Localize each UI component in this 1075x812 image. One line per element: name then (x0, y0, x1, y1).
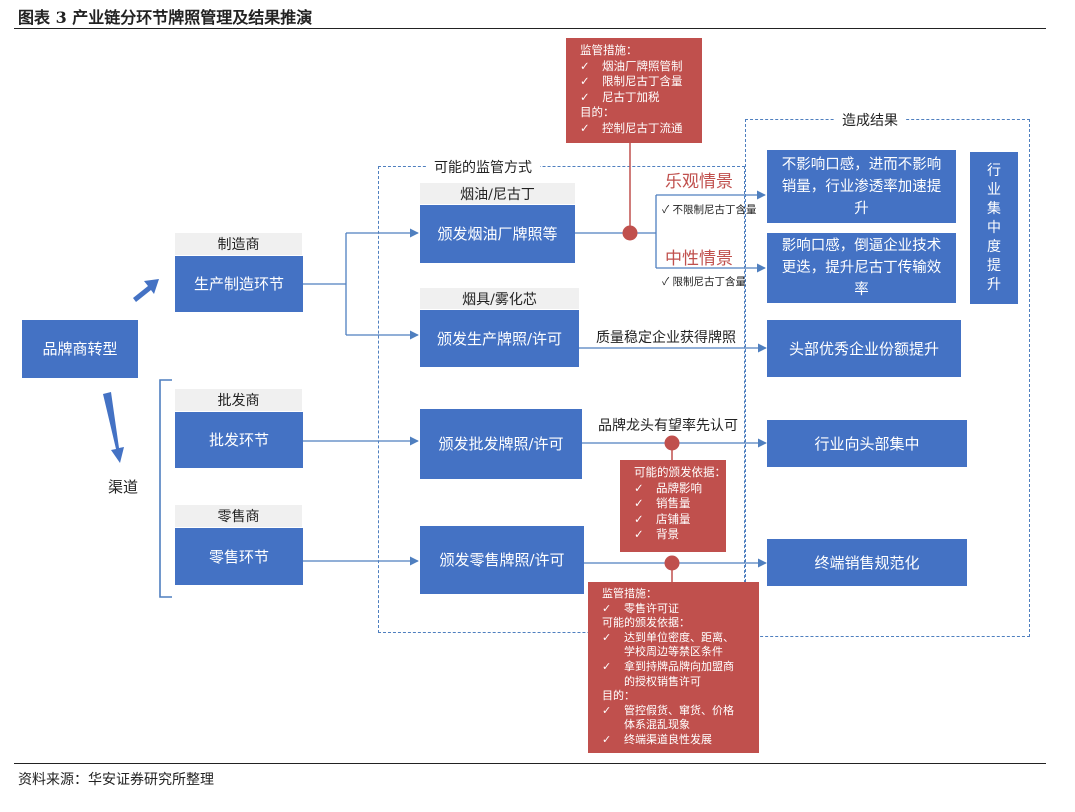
device-atomizer-tag: 烟具/雾化芯 (420, 288, 579, 309)
neutral-scenario-label: 中性情景 (665, 249, 733, 269)
quality-firms-label: 质量稳定企业获得牌照 (596, 330, 736, 346)
note-line: 背景 (634, 527, 720, 543)
note-line: 管控假货、窜货、价格 (602, 704, 753, 719)
neutral-result-box: 影响口感，倒逼企业技术更迭，提升尼古丁传输效率 (767, 233, 956, 303)
optimistic-scenario-label: 乐观情景 (665, 172, 733, 192)
note-line: 的授权销售许可 (624, 674, 701, 688)
note-line: 体系混乱现象 (624, 718, 690, 732)
page-title: 图表 3 产业链分环节牌照管理及结果推演 (18, 8, 313, 27)
note-line: 店铺量 (634, 512, 720, 528)
regulation-frame-title: 可能的监管方式 (426, 157, 540, 177)
footer-rule (14, 763, 1046, 764)
note-line: 零售许可证 (602, 602, 753, 617)
note-line: 达到单位密度、距离、 (602, 631, 753, 646)
note-line: 限制尼古丁含量 (580, 74, 696, 90)
note-line: 尼古丁加税 (580, 90, 696, 106)
oil-nicotine-tag: 烟油/尼古丁 (420, 183, 575, 204)
source-note: 资料来源：华安证券研究所整理 (18, 772, 214, 788)
retail-tag: 零售商 (175, 505, 302, 527)
root-box-brand-transformation: 品牌商转型 (22, 320, 138, 378)
bottom-measures-note: 监管措施： 零售许可证可能的颁发依据：达到单位密度、距离、学校周边等禁区条件拿到持… (588, 582, 759, 753)
note-line: 控制尼古丁流通 (580, 121, 696, 137)
note-line: 目的： (580, 105, 615, 119)
top-measures-note: 监管措施： 烟油厂牌照管制限制尼古丁含量尼古丁加税目的： 控制尼古丁流通 (566, 38, 702, 143)
neutral-condition-text: 限制尼古丁含量 (672, 276, 747, 288)
note-line: 烟油厂牌照管制 (580, 59, 696, 75)
wholesale-stage-box: 批发环节 (175, 412, 303, 468)
note-line: 销售量 (634, 496, 720, 512)
retail-stage-box: 零售环节 (175, 528, 303, 585)
channel-label: 渠道 (108, 478, 139, 496)
note-line: 品牌影响 (634, 481, 720, 497)
note-line: 监管措施： (602, 587, 657, 600)
retail-licence-box: 颁发零售牌照/许可 (420, 526, 584, 594)
wholesale-licence-box: 颁发批发牌照/许可 (420, 409, 582, 479)
retail-result-box: 终端销售规范化 (767, 539, 967, 586)
concentration-result-box: 行业集中度提升 (970, 152, 1018, 304)
note-line: 监管措施： (580, 43, 638, 57)
production-licence-box: 颁发生产牌照/许可 (420, 310, 579, 367)
middle-criteria-note: 可能的颁发依据： 品牌影响销售量店铺量背景 (620, 460, 726, 552)
neutral-condition: ✓ 限制尼古丁含量 (662, 276, 747, 288)
results-frame-title: 造成结果 (834, 110, 906, 130)
manufacturer-tag: 制造商 (175, 233, 302, 255)
note-line: 可能的颁发依据： (602, 616, 690, 630)
note-line: 可能的颁发依据： (634, 465, 726, 479)
note-line: 目的： (602, 689, 635, 703)
optimistic-condition: ✓ 不限制尼古丁含量 (662, 204, 757, 216)
note-line: 终端渠道良性发展 (602, 733, 753, 748)
wholesale-tag: 批发商 (175, 389, 302, 411)
regulation-frame (378, 166, 745, 633)
note-line: 学校周边等禁区条件 (624, 645, 723, 659)
optimistic-condition-text: 不限制尼古丁含量 (672, 204, 757, 216)
brand-leaders-label: 品牌龙头有望率先认可 (598, 418, 738, 434)
wholesale-result-box: 行业向头部集中 (767, 420, 967, 467)
oil-licence-box: 颁发烟油厂牌照等 (420, 205, 575, 263)
header-rule (14, 28, 1046, 29)
optimistic-result-box: 不影响口感，进而不影响销量，行业渗透率加速提升 (767, 150, 956, 223)
note-line: 拿到持牌品牌向加盟商 (602, 660, 753, 675)
manufacturer-stage-box: 生产制造环节 (175, 256, 303, 312)
head-share-result-box: 头部优秀企业份额提升 (767, 320, 961, 377)
